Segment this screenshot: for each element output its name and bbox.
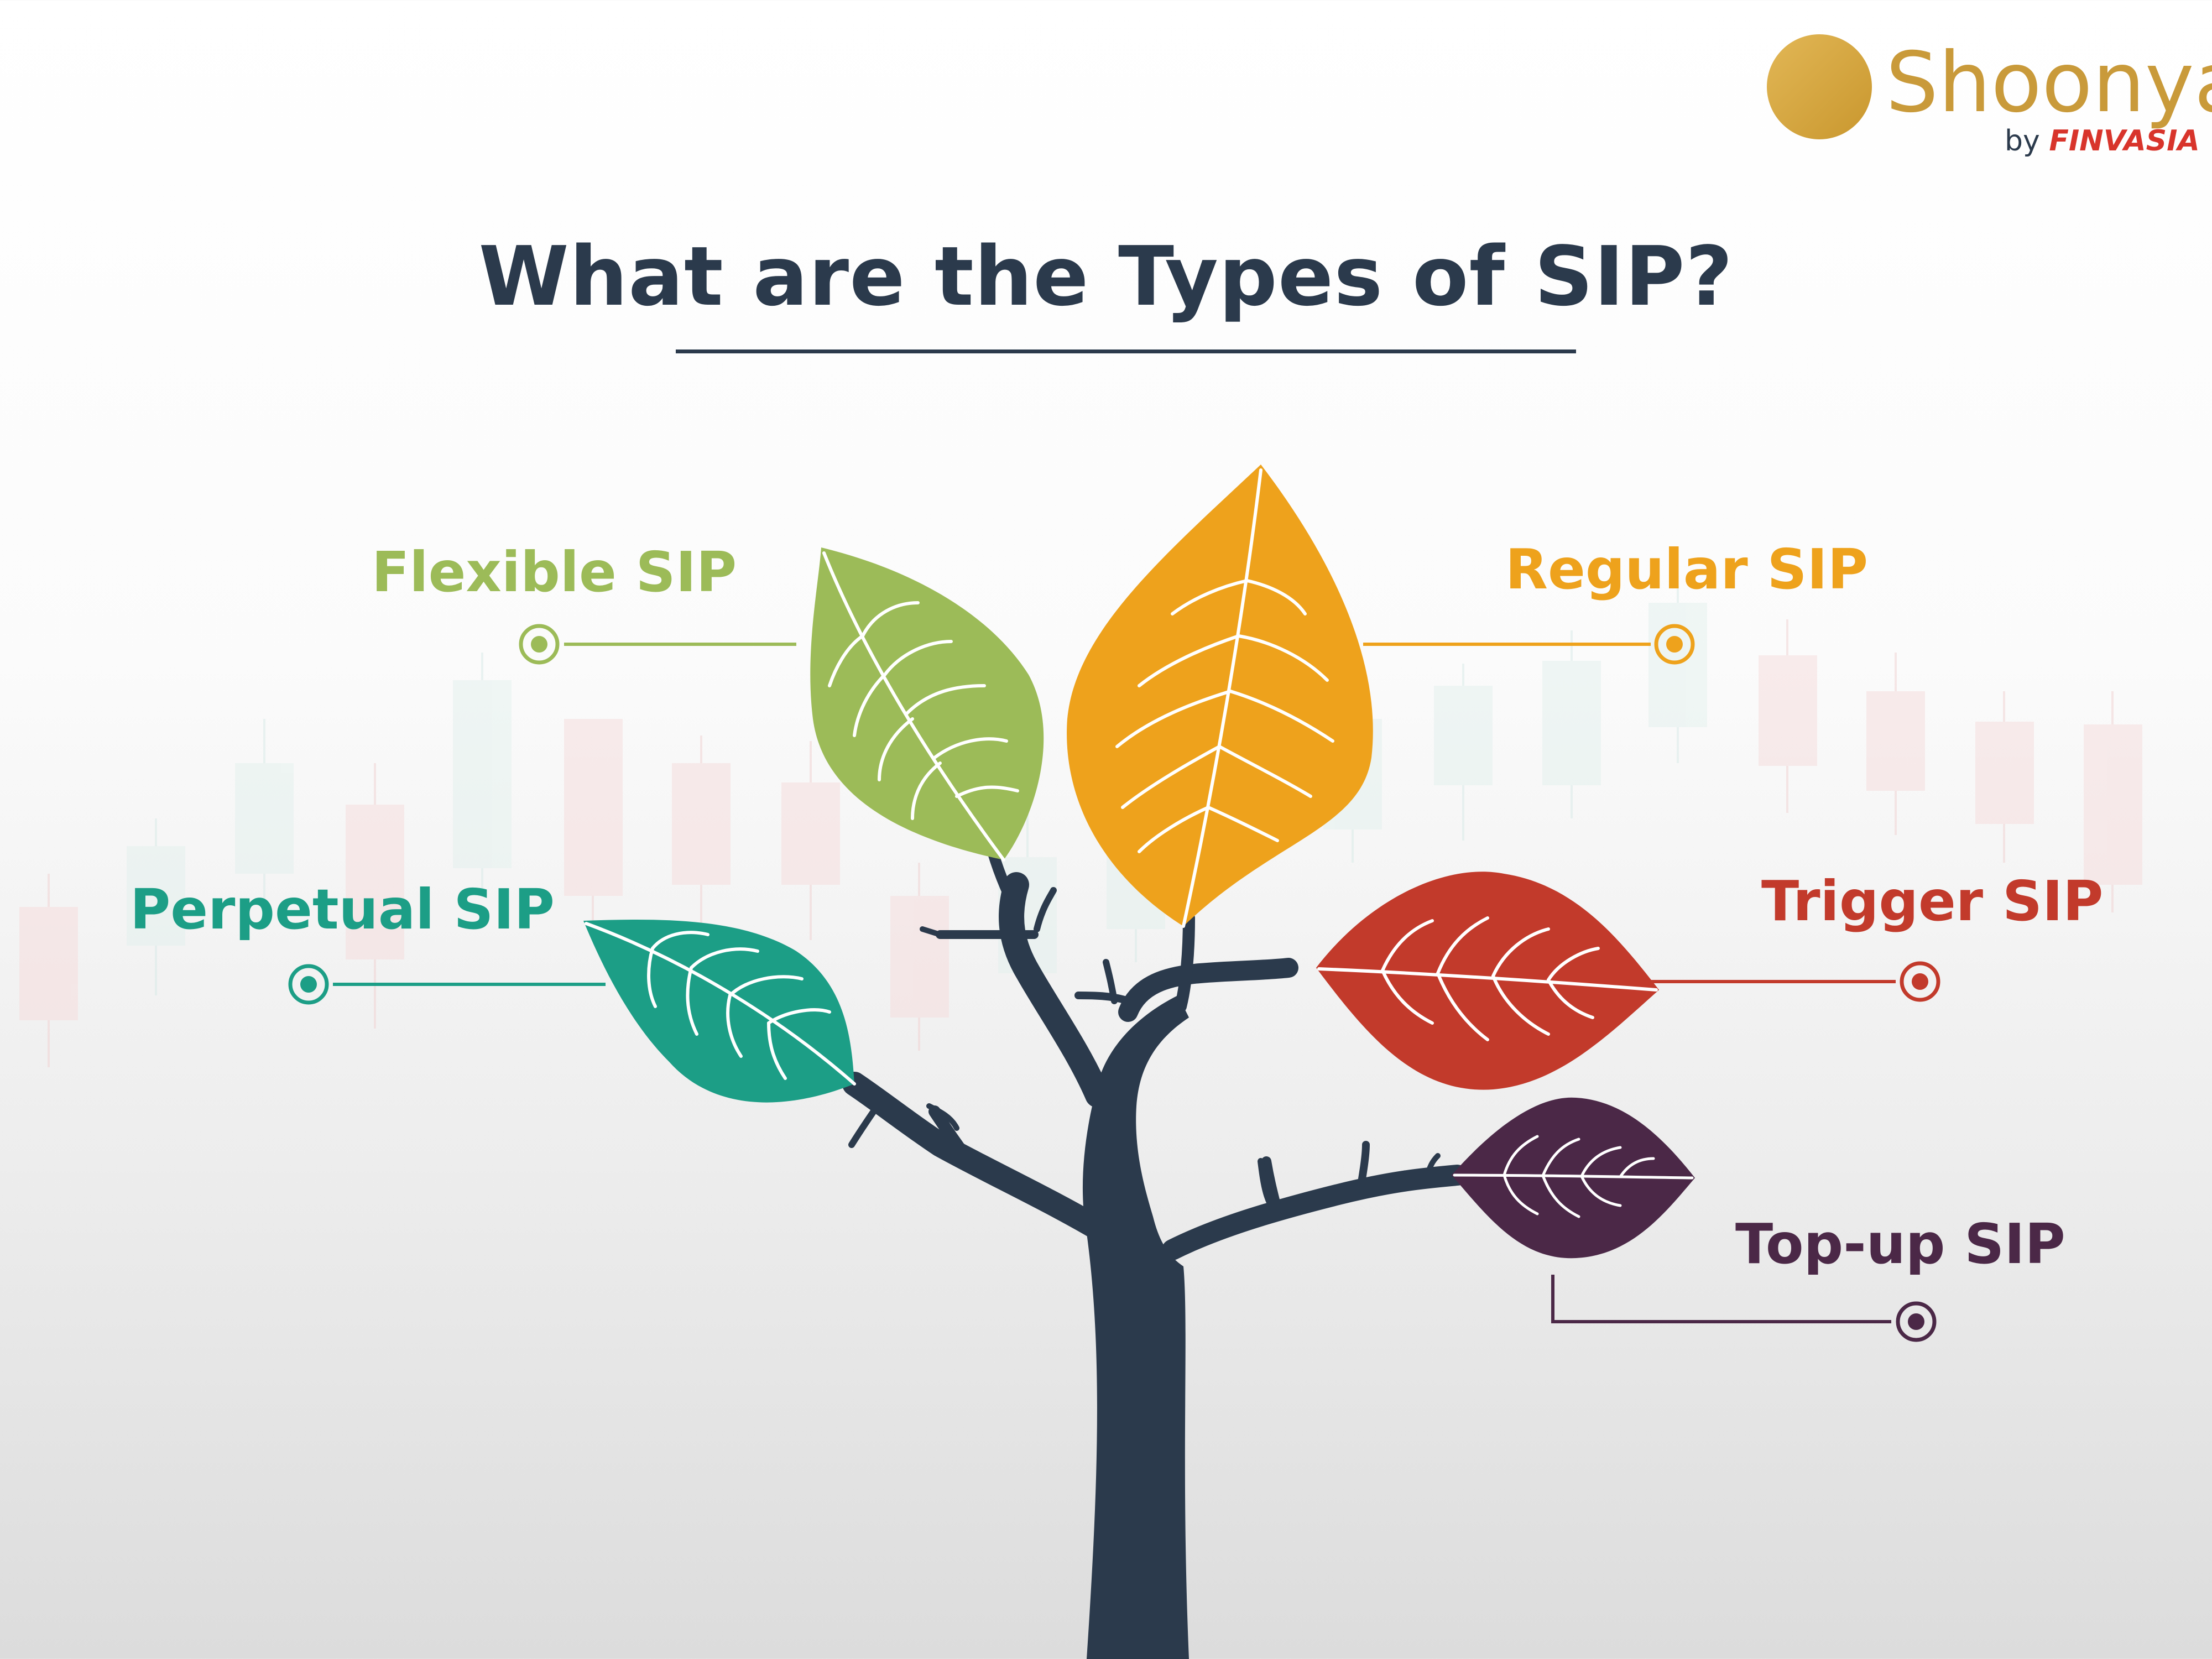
background-candlesticks [19, 586, 2142, 1067]
leaf-regular [1067, 465, 1373, 928]
logo-byline: by FINVASIA [2005, 122, 2200, 160]
leaf-topup [1452, 1097, 1695, 1259]
leaf-flexible [810, 547, 1044, 862]
connector-trigger [1651, 961, 1940, 1002]
title-underline [676, 349, 1576, 353]
label-flexible-sip: Flexible SIP [372, 540, 737, 604]
label-topup-sip: Top-up SIP [1735, 1212, 2065, 1276]
logo-badge [1767, 34, 1872, 139]
tree-trunk [842, 846, 1468, 1659]
connector-topup [1551, 1275, 1937, 1342]
label-perpetual-sip: Perpetual SIP [130, 877, 555, 942]
leaf-perpetual [583, 920, 856, 1103]
label-trigger-sip: Trigger SIP [1761, 869, 2104, 933]
shoonya-logo: Shoonya by FINVASIA [1767, 30, 2212, 163]
leaf-trigger [1316, 872, 1659, 1090]
label-regular-sip: Regular SIP [1505, 537, 1869, 602]
connector-perpetual [288, 964, 606, 1005]
connector-flexible [519, 624, 796, 665]
logo-wordmark: Shoonya [1886, 35, 2212, 131]
logo-by-text: by [2005, 124, 2040, 158]
logo-brand: FINVASIA [2049, 124, 2200, 158]
connector-regular [1363, 624, 1695, 665]
page-title: What are the Types of SIP? [478, 229, 1734, 324]
